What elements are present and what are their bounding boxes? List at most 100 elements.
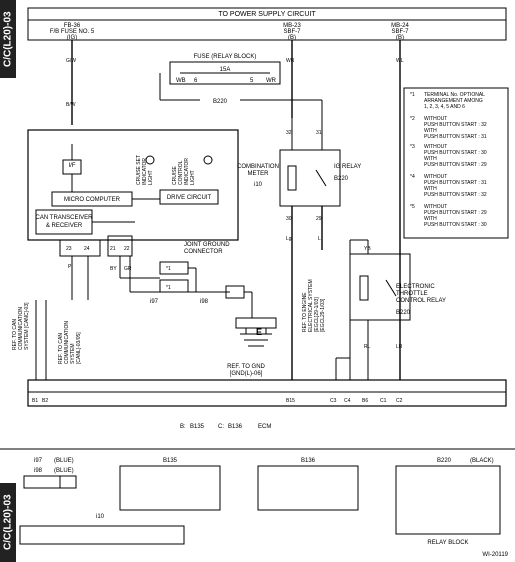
legend-2-l3: WITH [424, 128, 437, 134]
mb23-sbf: SBF-7 [283, 29, 301, 35]
legend-2-l2: PUSH BUTTON START : 32 [424, 122, 487, 128]
ecm-box [27, 379, 507, 407]
ecm-c: C: [218, 424, 224, 430]
conn-b135: B135 [163, 458, 178, 464]
joint-ground-2: CONNECTOR [184, 249, 223, 255]
joint-id-i98: i98 [200, 299, 209, 305]
wire-l: L [318, 236, 321, 242]
legend-3-l2: PUSH BUTTON START : 30 [424, 150, 487, 156]
wire-yb: YB [364, 246, 371, 252]
power-supply-box [27, 7, 507, 41]
conn-i10: i10 [96, 514, 105, 520]
legend-1-l3: 1, 2, 3, 4, 5 AND 6 [424, 104, 465, 110]
fuse-wire-wr: WR [266, 78, 277, 84]
ref-gnd-1: REF. TO GND [227, 364, 265, 370]
ecm-pin-b15: B15 [286, 398, 295, 404]
mb24-b: (B) [396, 35, 404, 41]
ecm-c-conn: B136 [228, 424, 243, 430]
etc-relay-3: CONTROL RELAY [396, 298, 446, 304]
joint-star1-a: *1 [166, 266, 171, 272]
ground-e: E [256, 327, 262, 337]
legend-2-l4: PUSH BUTTON START : 31 [424, 134, 487, 140]
fb36-ig: (IG) [67, 35, 77, 41]
legend-5-l2: PUSH BUTTON START : 29 [424, 210, 487, 216]
wire-lg: Lg [286, 236, 292, 242]
fuse-rating: 15A [220, 67, 231, 73]
joint-ground-1: JOINT GROUND [184, 242, 230, 248]
etc-relay-2: THROTTLE [396, 291, 428, 297]
conn-b136: B136 [301, 458, 316, 464]
ref-can1-2: COMMUNICATION [18, 307, 24, 350]
meter-micro: MICRO COMPUTER [64, 197, 121, 203]
ecm-label: ECM [258, 424, 271, 430]
combination-meter-box [27, 129, 239, 241]
conn-b220-color: (BLACK) [470, 458, 494, 464]
meter-pin-22: 22 [124, 246, 130, 252]
ecm-pin-b1: B1 [32, 398, 38, 404]
ig-pin-32: 32 [286, 130, 292, 136]
conn-b220: B220 [437, 458, 452, 464]
legend-1-l1: TERMINAL No. OPTIONAL [424, 92, 485, 98]
conn-i97-color: (BLUE) [54, 458, 74, 464]
meter-ind2-3: INDICATOR [184, 158, 190, 185]
ecm-pin-b2: B2 [42, 398, 48, 404]
meter-ind1-2: INDICATOR [142, 158, 148, 185]
conn-i98-color: (BLUE) [54, 468, 74, 474]
fuse-pin-6: 6 [194, 78, 198, 84]
meter-title-1: COMBINATION [237, 164, 279, 170]
legend-3-l1: WITHOUT [424, 144, 447, 150]
ref-gnd-2: [GND(L)-06] [230, 371, 263, 377]
meter-ind1-3: LIGHT [148, 170, 154, 185]
legend-3-l4: PUSH BUTTON START : 29 [424, 162, 487, 168]
meter-title-2: METER [248, 171, 270, 177]
ig-pin-31: 31 [316, 130, 322, 136]
conn-i97: i97 [34, 458, 43, 464]
ig-pin-29: 29 [316, 216, 322, 222]
power-supply-label: TO POWER SUPPLY CIRCUIT [218, 11, 316, 18]
ecm-pin-c2: C2 [396, 398, 403, 404]
wire-p: P [68, 264, 72, 270]
mb24-label: MB-24 [391, 23, 409, 29]
mb23-b: (B) [288, 35, 296, 41]
meter-pin-21: 21 [110, 246, 116, 252]
ecm-pin-c3: C3 [330, 398, 337, 404]
mb24-sbf: SBF-7 [391, 29, 409, 35]
legend-3-l3: WITH [424, 156, 437, 162]
ref-can2-4: [CANL]-03/05] [76, 332, 82, 364]
etc-relay-1: ELECTRONIC [396, 284, 435, 290]
ecm-pin-b6: B6 [362, 398, 368, 404]
fuse-block-label: FUSE (RELAY BLOCK) [194, 54, 257, 60]
ecm-b-conn: B135 [190, 424, 205, 430]
ig-pin-30: 30 [286, 216, 292, 222]
ref-engine-4: [EGCL29-1/03] [320, 298, 326, 332]
fb36-label: FB-36 [64, 23, 81, 29]
meter-can-2: & RECEIVER [46, 223, 83, 229]
meter-ind1-1: CRUISE SET [136, 155, 142, 185]
wire-lr: LR [396, 344, 403, 350]
ref-can2-1: REF. TO CAN [58, 333, 64, 364]
legend-5-mark: *5 [410, 204, 415, 210]
fuse-pin-5: 5 [250, 78, 254, 84]
meter-drive: DRIVE CIRCUIT [167, 195, 212, 201]
legend-5-l1: WITHOUT [424, 204, 447, 210]
meter-ind2-1: CRUISE [172, 165, 178, 185]
legend-5-l4: PUSH BUTTON START : 30 [424, 222, 487, 228]
ref-engine-1: REF. TO ENGINE [302, 292, 308, 332]
meter-if: I/F [69, 163, 76, 169]
ig-relay-label: IG RELAY [334, 164, 361, 170]
ecm-pin-c1: C1 [380, 398, 387, 404]
joint-star1-b: *1 [166, 285, 171, 291]
legend-3-mark: *3 [410, 144, 415, 150]
wire-bw: B/W [66, 102, 76, 108]
ecm-b: B: [180, 424, 186, 430]
wire-wl: WL [396, 58, 404, 64]
ref-can1-1: REF. TO CAN [12, 319, 18, 350]
meter-id: i10 [254, 182, 263, 188]
relay-block-label: RELAY BLOCK [427, 540, 468, 546]
meter-pin-23: 23 [66, 246, 72, 252]
meter-ind2-2: CONTROL [178, 160, 184, 185]
ig-relay-conn: B220 [334, 176, 349, 182]
fb36-fuse: F/B FUSE NO. 5 [50, 29, 95, 35]
legend-1-mark: *1 [410, 92, 415, 98]
